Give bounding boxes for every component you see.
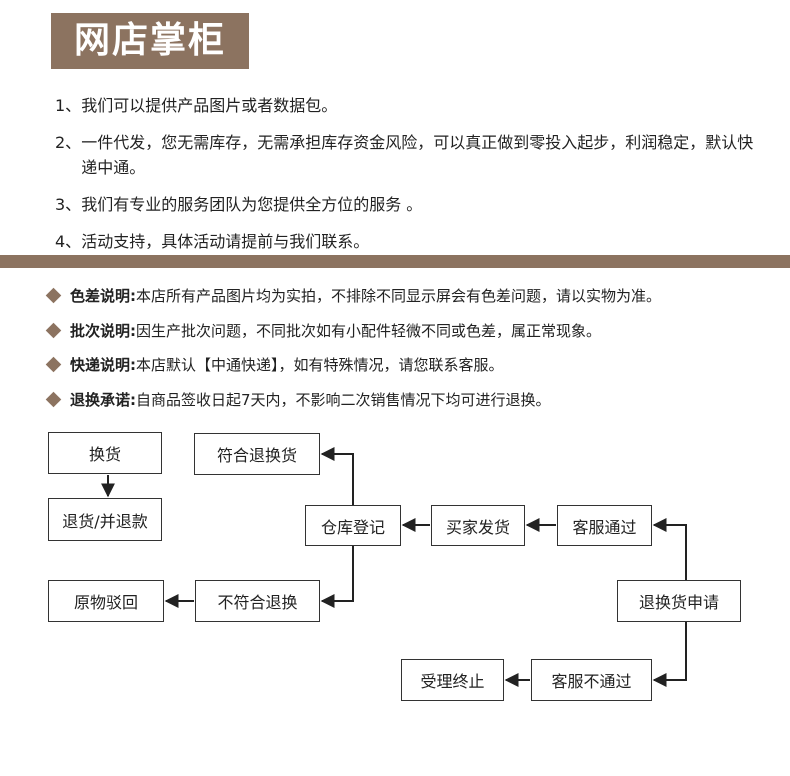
- arrow-apply-to-cs-reject: [652, 622, 687, 687]
- arrow-warehouse-to-not-eligible: [320, 546, 354, 608]
- note-item: 1、 我们可以提供产品图片或者数据包。: [55, 93, 755, 118]
- flow-box-refund: 退货/并退款: [48, 498, 162, 541]
- policy-text: 本店默认【中通快递】，如有特殊情况，请您联系客服。: [136, 356, 504, 374]
- note-item: 4、 活动支持，具体活动请提前与我们联系。: [55, 229, 755, 254]
- note-text: 我们可以提供产品图片或者数据包。: [81, 96, 338, 115]
- page-title: 网店掌柜: [51, 13, 249, 69]
- policy-item: 退换承诺: 自商品签收日起7天内，不影响二次销售情况下均可进行退换。: [45, 387, 780, 412]
- note-item: 3、 我们有专业的服务团队为您提供全方位的服务 。: [55, 192, 755, 217]
- note-number: 2、: [55, 133, 82, 152]
- policy-text: 自商品签收日起7天内，不影响二次销售情况下均可进行退换。: [136, 390, 551, 409]
- diamond-bullet-icon: [45, 391, 62, 407]
- note-text: 我们有专业的服务团队为您提供全方位的服务 。: [81, 195, 423, 214]
- diamond-bullet-icon: [45, 322, 62, 338]
- note-number: 1、: [55, 96, 82, 115]
- note-item: 2、 一件代发，您无需库存，无需承担库存资金风险，可以真正做到零投入起步，利润稳…: [55, 130, 755, 180]
- arrow-apply-to-cs-approve: [652, 518, 687, 580]
- policy-label: 快递说明:: [70, 356, 136, 374]
- note-text: 一件代发，您无需库存，无需承担库存资金风险，可以真正做到零投入起步，利润稳定，默…: [81, 133, 754, 177]
- flow-box-return-orig: 原物驳回: [48, 580, 164, 622]
- flow-box-cs-approve: 客服通过: [557, 505, 652, 546]
- flow-box-cs-reject: 客服不通过: [531, 659, 652, 701]
- policy-label: 退换承诺:: [70, 390, 136, 409]
- policy-list: 色差说明: 本店所有产品图片均为实拍，不排除不同显示屏会有色差问题，请以实物为准…: [45, 283, 780, 421]
- note-number: 3、: [55, 195, 82, 214]
- arrow-warehouse-to-eligible: [320, 447, 354, 505]
- flow-box-apply: 退换货申请: [617, 580, 741, 622]
- policy-item: 批次说明: 因生产批次问题，不同批次如有小配件轻微不同或色差，属正常现象。: [45, 318, 780, 343]
- section-divider: [0, 255, 790, 268]
- flow-box-warehouse: 仓库登记: [305, 505, 401, 546]
- policy-text: 本店所有产品图片均为实拍，不排除不同显示屏会有色差问题，请以实物为准。: [136, 287, 662, 305]
- policy-item: 色差说明: 本店所有产品图片均为实拍，不排除不同显示屏会有色差问题，请以实物为准…: [45, 283, 780, 308]
- flow-box-eligible: 符合退换货: [194, 433, 320, 475]
- policy-item: 快递说明: 本店默认【中通快递】，如有特殊情况，请您联系客服。: [45, 352, 780, 377]
- policy-label: 色差说明:: [70, 287, 136, 305]
- note-text: 活动支持，具体活动请提前与我们联系。: [81, 232, 370, 251]
- flow-box-terminate: 受理终止: [401, 659, 504, 701]
- diamond-bullet-icon: [45, 287, 62, 304]
- flow-box-exchange: 换货: [48, 432, 162, 474]
- diamond-bullet-icon: [45, 356, 62, 373]
- service-notes: 1、 我们可以提供产品图片或者数据包。 2、 一件代发，您无需库存，无需承担库存…: [55, 93, 755, 266]
- policy-label: 批次说明:: [70, 321, 136, 340]
- flow-box-buyer-ship: 买家发货: [431, 505, 525, 546]
- flow-box-not-eligible: 不符合退换: [195, 580, 320, 622]
- note-number: 4、: [55, 232, 82, 251]
- policy-text: 因生产批次问题，不同批次如有小配件轻微不同或色差，属正常现象。: [136, 321, 602, 340]
